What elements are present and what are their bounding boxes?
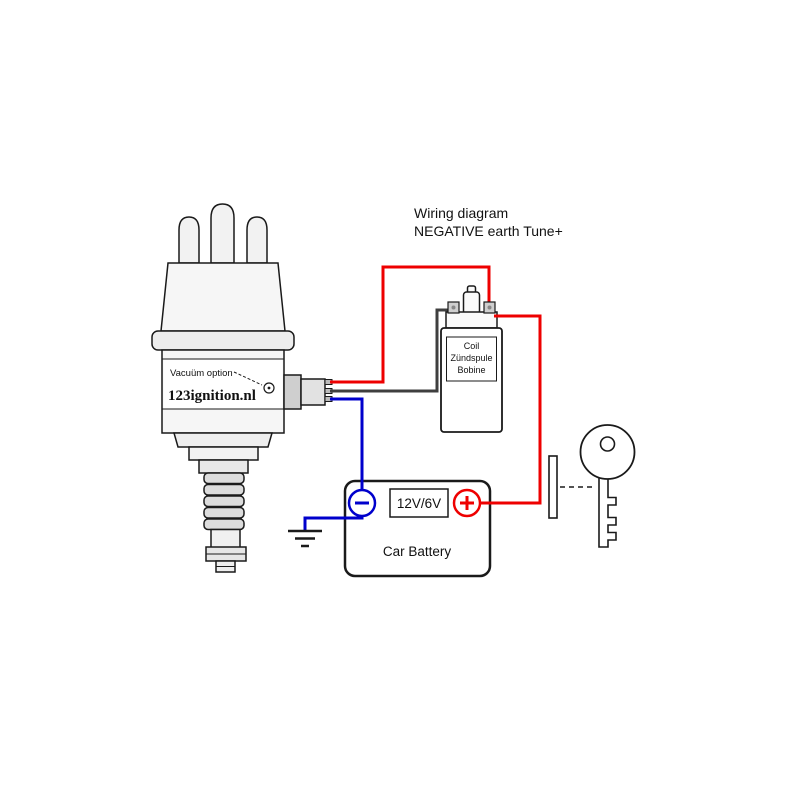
key-hole — [599, 436, 616, 452]
brand-label: 123ignition.nl — [168, 388, 256, 404]
battery-voltage-box — [389, 488, 449, 518]
coil-label-1: Coil — [464, 341, 480, 351]
vacuum-option-label: Vacuüm option — [170, 368, 233, 379]
wire-black-distributor-to-coil — [330, 308, 450, 393]
vacuum-pointer-line — [233, 371, 263, 386]
cap-rim — [151, 330, 295, 351]
coil-label-2: Zündspule — [450, 353, 492, 363]
cap-tower-right — [246, 216, 268, 264]
shaft-rib — [203, 506, 245, 519]
wire-red-distributor-to-coil — [330, 265, 491, 384]
wire-blue-distributor-to-ground — [303, 397, 364, 530]
cap-tower-left — [178, 216, 200, 264]
switch-plate — [548, 455, 558, 519]
wires — [303, 265, 542, 530]
shaft-lower — [210, 528, 241, 549]
shaft-rib — [203, 495, 245, 508]
coil-bolt-right-dot — [487, 305, 492, 310]
distributor: Vacuüm option 123ignition.nl — [151, 203, 333, 573]
shaft-rib — [203, 518, 245, 531]
coil-cap — [445, 311, 498, 329]
wire-red-coil-to-switch-battery — [470, 314, 542, 505]
connector-plug — [300, 378, 326, 406]
diagram-title: Wiring diagram NEGATIVE earth Tune+ — [414, 205, 563, 239]
coil-label-box — [446, 336, 497, 382]
coil-label-3: Bobine — [457, 365, 485, 375]
housing-step1 — [173, 432, 273, 448]
battery-voltage-label: 12V/6V — [397, 496, 441, 511]
shaft-rib — [203, 472, 245, 485]
coil-bolt-left-dot — [451, 305, 456, 310]
connector-base — [283, 374, 302, 410]
distributor-cap — [160, 262, 286, 332]
battery-terminals — [347, 488, 482, 518]
ignition-coil: Coil Zündspule Bobine — [440, 285, 503, 433]
coil-ht-tower — [462, 291, 481, 315]
shaft-rib — [203, 483, 245, 496]
title-line1: Wiring diagram — [414, 205, 508, 221]
housing-step2 — [188, 446, 259, 461]
label-area — [163, 359, 283, 409]
shaft-neck — [198, 459, 249, 474]
battery-name-label: Car Battery — [383, 544, 452, 559]
ignition-switch — [548, 424, 636, 548]
ground-icon — [288, 529, 322, 548]
title-line2: NEGATIVE earth Tune+ — [414, 223, 563, 239]
vacuum-screw-dot — [267, 386, 271, 390]
coil-terminals — [447, 301, 496, 314]
key-blade — [598, 469, 617, 548]
cap-tower-center — [210, 203, 235, 264]
key-head — [579, 424, 636, 480]
